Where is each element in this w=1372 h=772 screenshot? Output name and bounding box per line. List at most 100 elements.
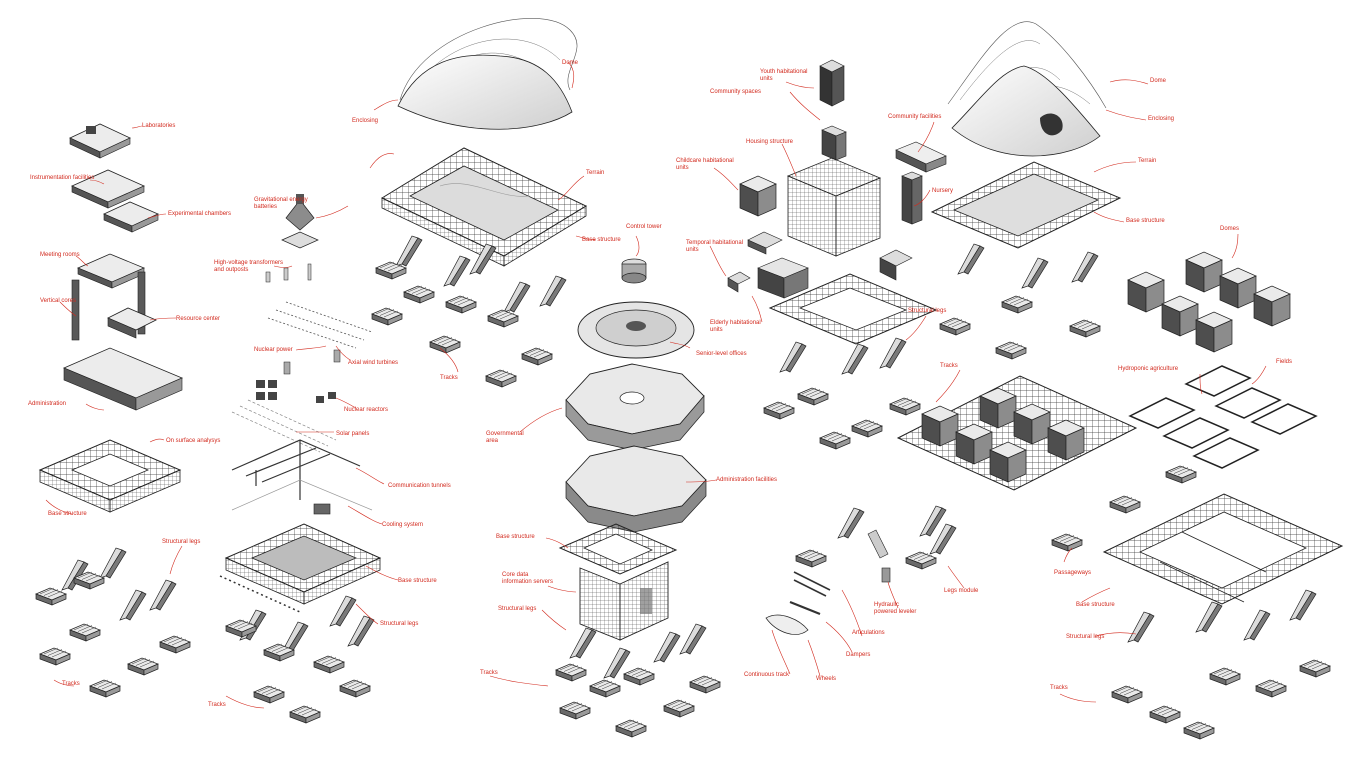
enclosing-1 [397,54,573,130]
laboratories-module [69,123,131,159]
label-base-structure-1: Base structure [48,511,87,517]
label-fields: Fields [1276,359,1293,365]
domes-cluster [1127,251,1291,353]
label-base-structure-5: Base structure [1126,218,1165,224]
label-continuous-track: Continuous track [744,672,790,678]
label-structural-legs-5: Structural legs [908,308,947,314]
structural-legs-5 [779,337,907,375]
terrain-2 [930,161,1122,249]
governmental-disc [565,363,705,451]
base-legs-2 [957,243,1099,289]
administration-module [62,347,184,411]
label-hydroponic: Hydroponic agriculture [1118,366,1179,372]
label-instrumentation: Instrumentation facilities [30,175,95,181]
terrain-1 [380,147,588,267]
label-terrain-2: Terrain [1138,158,1157,164]
label-legs-module: Legs module [944,588,979,594]
nuclear-reactors [256,380,336,403]
label-experimental: Experimental chambers [168,211,232,217]
control-tower-element [621,258,647,284]
senior-offices-ring [577,301,695,359]
label-base-structure-3: Base structure [582,237,621,243]
fields-grid [1128,365,1318,469]
label-tracks-1: Tracks [62,681,80,687]
column-research [35,123,191,698]
label-housing-structure: Housing structure [746,139,794,145]
structural-legs-2 [239,595,375,653]
label-structural-legs-6: Structural legs [1066,634,1105,640]
temporal-units-block [727,231,783,293]
label-cooling: Cooling system [382,522,424,528]
gravitational-batteries [281,194,319,249]
label-structural-legs-1: Structural legs [162,539,201,545]
label-nuclear-power: Nuclear power [254,347,293,353]
column-agriculture [896,21,1344,740]
label-domes: Domes [1220,226,1240,232]
label-articulations: Articulations [852,630,885,636]
base-structure-2 [219,523,382,613]
community-spaces-block [821,125,847,161]
label-vertical-cores: Vertical cores [40,298,77,304]
base-structure-1 [38,439,182,513]
solar-panel-field [231,399,337,453]
column-government [555,258,721,738]
label-dampers: Dampers [846,652,871,658]
label-tracks-5: Tracks [940,363,958,369]
cooling-units [313,503,331,515]
label-structural-legs-2: Structural legs [380,621,419,627]
label-structural-legs-4: Structural legs [498,606,537,612]
label-terrain-1: Terrain [586,170,605,176]
label-passageways: Passageways [1054,570,1092,576]
label-community-spaces: Community spaces [710,89,762,95]
label-solar-panels: Solar panels [336,431,370,437]
column-housing [727,59,1101,450]
label-axial-wind: Axial wind turbines [348,360,399,366]
youth-units-block [819,59,845,107]
community-facilities-block [895,141,947,173]
label-tracks-4: Tracks [480,670,498,676]
resource-center-module [107,307,157,339]
meeting-module [76,253,146,289]
label-senior-offices: Senior-level offices [696,351,747,357]
base-structure-4 [558,523,678,575]
vertical-cores [71,271,146,341]
label-admin-facilities: Administration facilities [716,477,778,483]
enclosing-2 [951,65,1101,157]
label-tracks-6: Tracks [1050,685,1068,691]
housing-base [768,273,938,345]
core-data-servers [579,561,669,641]
label-on-surface: On surface analysys [166,438,221,444]
label-community-facilities: Community facilities [888,114,942,120]
administration-facilities-disc [565,445,707,533]
tracks-3 [371,261,553,388]
label-enclosing-2: Enclosing [1148,116,1175,122]
hydroponic-structure [896,375,1138,491]
communication-tunnel-network [231,439,373,511]
label-base-structure-6: Base structure [1076,602,1115,608]
label-wheels: Wheels [816,676,837,682]
instrumentation-module [71,169,145,209]
label-base-structure-4: Base structure [496,534,535,540]
label-control-tower: Control tower [626,224,662,230]
transformers [265,263,312,283]
childcare-units-block [739,175,777,217]
label-comm-tunnels: Communication tunnels [388,483,451,489]
legs-module-detail [765,505,957,635]
column-terrain [371,18,588,388]
tracks-4 [555,663,721,738]
label-nuclear-reactors: Nuclear reactors [344,407,389,413]
label-nursery: Nursery [932,188,954,194]
column-energy [219,194,382,724]
label-resource-center: Resource center [176,316,221,322]
wind-turbines [267,301,373,349]
label-administration: Administration [28,401,67,407]
base-structure-6 [1102,493,1344,605]
